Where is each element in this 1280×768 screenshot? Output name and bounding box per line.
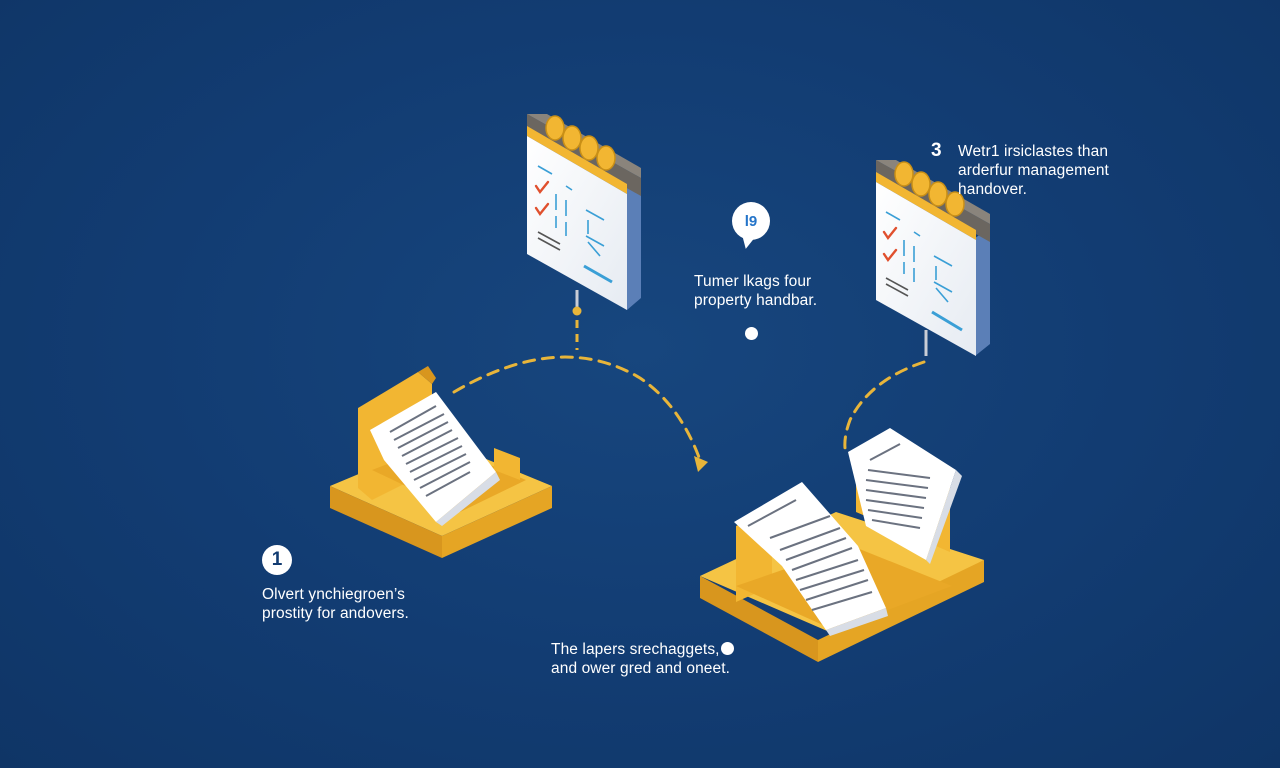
step-1-line-2: prostity for andovers. [262, 605, 409, 622]
left-document-tray-icon [330, 366, 552, 558]
step-3-caption: Wetr1 irsiclastes than arderfur manageme… [958, 142, 1109, 199]
step-3-number: 3 [931, 140, 942, 161]
step-1-line-1: Olvert ynchiegroen’s [262, 586, 406, 603]
step-3-line-2: arderfur management [958, 162, 1109, 179]
chat-bubble-icon: l9 [732, 202, 770, 240]
step-3-line-1: Wetr1 irsiclastes than [958, 143, 1109, 160]
step-2-line-2: property handbar. [694, 292, 818, 309]
step-4-line-1: The lapers srechaggets, [551, 641, 720, 658]
step-2-line-1: Tumer lkags four [694, 273, 812, 290]
connector-curve-right [843, 360, 926, 450]
step-1-caption: Olvert ynchiegroen’s prostity for andove… [262, 585, 409, 623]
left-checklist-calendar-icon [527, 114, 641, 310]
right-document-tray-icon [700, 428, 984, 662]
step-3-line-3: handover. [958, 181, 1027, 198]
step-4-line-2: and ower gred and oneet. [551, 660, 731, 677]
connector-arc [452, 355, 702, 462]
right-checklist-calendar-icon [876, 160, 990, 356]
step-2-caption: Tumer lkags four property handbar. [694, 272, 817, 310]
left-calendar-stem [572, 290, 582, 350]
marker-dot-bottom [721, 642, 734, 655]
step-4-caption: The lapers srechaggets, and ower gred an… [551, 640, 730, 678]
step-1-badge: 1 [262, 545, 292, 575]
marker-dot-center [745, 327, 758, 340]
chat-bubble-glyph: l9 [744, 212, 758, 230]
connector-arrowhead [694, 456, 708, 472]
